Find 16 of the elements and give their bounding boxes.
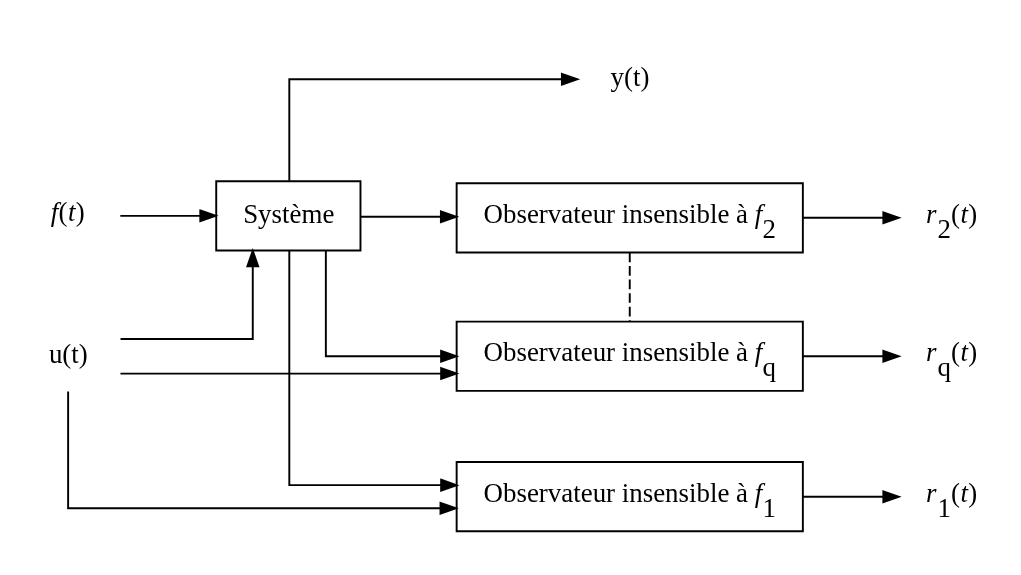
arrow <box>359 209 460 224</box>
arrow <box>802 489 902 503</box>
arrow <box>67 390 459 515</box>
node-text: y(t) <box>610 61 650 92</box>
node-text: f(t) <box>50 196 85 227</box>
arrow <box>288 72 581 182</box>
arrow <box>288 249 460 492</box>
arrow <box>802 349 902 363</box>
arrow <box>119 366 460 380</box>
arrow <box>119 208 219 223</box>
arrow <box>324 249 460 363</box>
node-text: u(t) <box>48 338 88 369</box>
connector <box>628 251 631 322</box>
node-box: Système <box>215 179 362 251</box>
arrow <box>802 210 902 225</box>
arrow <box>119 247 260 340</box>
